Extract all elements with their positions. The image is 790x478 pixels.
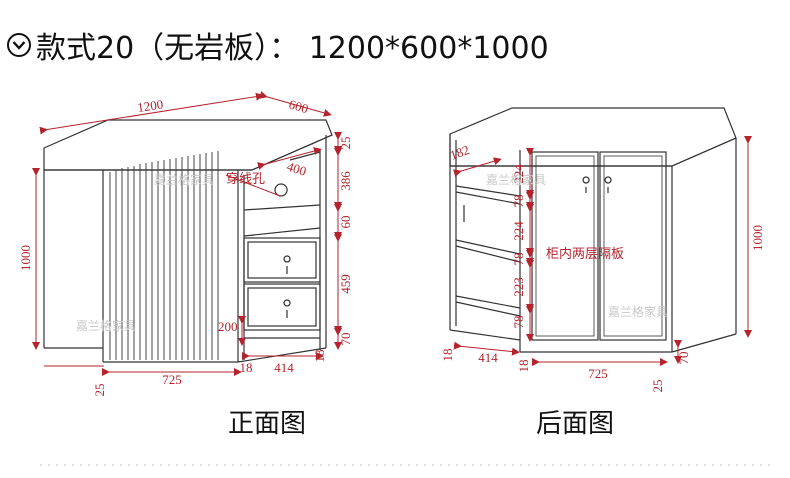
title-text: 款式20（无岩板）： 1200*600*1000	[36, 31, 549, 66]
back-s5: 223	[511, 277, 526, 297]
front-watermark-1: 嘉兰格家具	[154, 172, 214, 187]
back-s1: 224	[511, 164, 526, 184]
front-dimension-lines	[32, 91, 342, 376]
back-s6: 78	[511, 316, 526, 329]
front-width: 1200	[136, 96, 164, 114]
back-s4: 78	[511, 253, 526, 266]
front-bottom-side2: 18	[312, 350, 327, 363]
front-bottom-side1: 18	[240, 360, 253, 375]
back-s2: 78	[511, 195, 526, 208]
front-watermark-2: 嘉兰格家具	[76, 318, 136, 333]
slatted-door	[109, 151, 219, 360]
partition-label: 柜内两层隔板	[546, 246, 624, 262]
front-dimension-labels: 1200 600 1000 25 386 60 459 70 400 200 2…	[18, 96, 353, 439]
front-h4: 459	[338, 274, 353, 294]
front-h2: 386	[338, 171, 353, 191]
back-watermark-1: 嘉兰格家具	[486, 172, 546, 187]
back-bottom-door: 725	[588, 366, 608, 381]
front-bottom-left: 25	[92, 384, 107, 397]
page-title: 款式20（无岩板）： 1200*600*1000	[6, 22, 549, 68]
cable-hole-label: 穿线孔	[226, 171, 265, 187]
back-bottom-right: 25	[650, 380, 665, 393]
front-h5: 70	[338, 333, 353, 346]
back-base: 70	[676, 352, 691, 365]
front-depth: 600	[287, 96, 310, 116]
front-drawer-depth: 200	[218, 319, 238, 334]
front-view	[43, 119, 333, 363]
front-bottom-drawer: 414	[274, 360, 294, 375]
back-top-offset: 182	[448, 142, 471, 163]
front-h3: 60	[338, 216, 353, 229]
front-shelf-depth: 400	[285, 159, 308, 179]
back-dimension-labels: 182 224 78 224 78 223 78 1000 18 414 18 …	[440, 142, 765, 439]
front-height: 1000	[18, 245, 33, 271]
back-bottom-shelf: 414	[478, 350, 498, 365]
back-dimension-lines	[453, 136, 752, 366]
back-bottom-side2: 18	[516, 360, 531, 373]
back-s3: 224	[511, 221, 526, 241]
front-bottom-door: 725	[162, 372, 182, 387]
front-view-label: 正面图	[228, 409, 306, 439]
cable-hole-icon	[274, 183, 288, 197]
back-bottom-side1: 18	[440, 349, 455, 362]
chevron-circle-down-icon	[7, 33, 31, 57]
back-view-label: 后面图	[536, 409, 614, 439]
back-view	[449, 107, 737, 353]
back-watermark-2: 嘉兰格家具	[608, 304, 668, 319]
front-h1: 25	[338, 137, 353, 150]
back-height: 1000	[750, 225, 765, 251]
